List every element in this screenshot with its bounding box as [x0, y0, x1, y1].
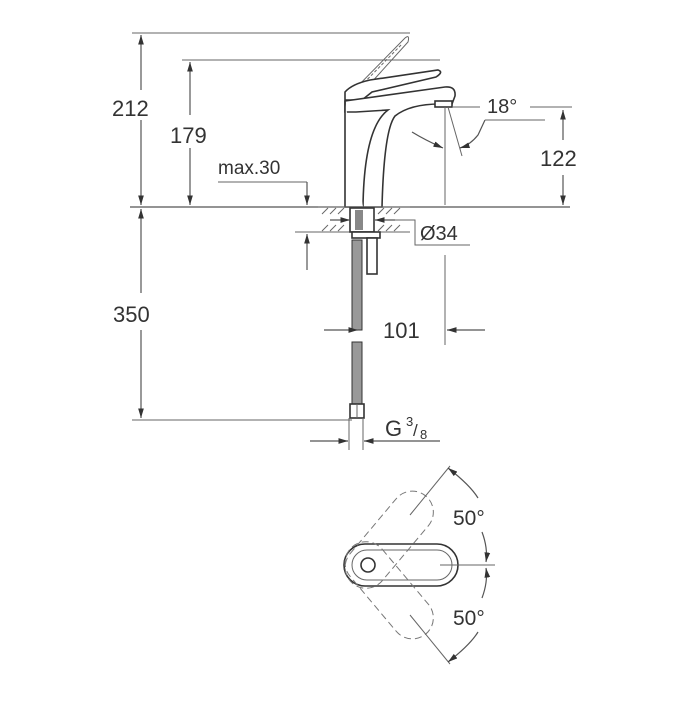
label-350: 350 — [113, 302, 150, 327]
label-179: 179 — [170, 123, 207, 148]
faucet-body — [344, 36, 456, 208]
dimension-hole-diameter: Ø34 — [330, 217, 470, 246]
dimension-spout-reach: 101 — [324, 255, 485, 345]
dimension-hose-length: 350 — [113, 209, 352, 421]
supply-hose — [349, 239, 365, 419]
label-max30: max.30 — [218, 158, 280, 179]
label-122: 122 — [540, 146, 577, 171]
label-212: 212 — [112, 96, 149, 121]
dimension-max-deck: max.30 — [218, 158, 325, 270]
label-50deg-lower: 50° — [453, 607, 485, 630]
label-50deg-upper: 50° — [453, 507, 485, 530]
dimension-body-height: 179 — [170, 59, 440, 205]
label-thread-num: 3 — [406, 414, 413, 429]
top-view-lever: 50° 50° — [343, 465, 495, 665]
label-thread-slash: / — [413, 421, 418, 440]
dimension-outlet-height: 122 — [540, 110, 577, 205]
dimension-thread: G 3 / 8 — [310, 414, 440, 450]
deck-section — [318, 206, 410, 275]
label-101: 101 — [383, 318, 420, 343]
dimension-total-height: 212 — [112, 32, 410, 205]
label-d34: Ø34 — [420, 223, 458, 245]
label-18deg: 18° — [487, 96, 517, 118]
dimension-spout-angle: 18° — [411, 96, 572, 205]
label-thread-g: G — [385, 416, 402, 441]
label-thread-den: 8 — [420, 427, 427, 442]
